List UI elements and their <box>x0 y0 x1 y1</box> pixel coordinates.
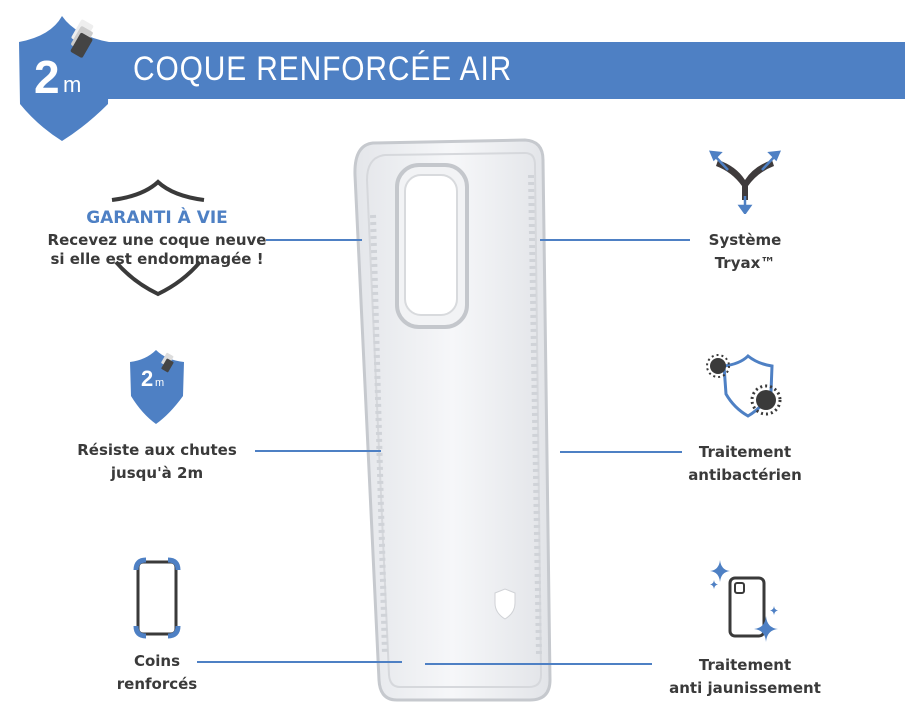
guarantee-text-line-1: Recevez une coque neuve <box>47 231 267 249</box>
yellowing-text-line-2: anti jaunissement <box>669 679 821 697</box>
connector-line <box>560 451 682 453</box>
connector-line <box>266 239 362 241</box>
shield-outline-icon <box>111 179 205 297</box>
connector-line <box>425 663 652 665</box>
drop-badge-number: 2 <box>141 366 154 391</box>
corners-text-line-1: Coins <box>133 652 181 670</box>
connector-line <box>197 661 402 663</box>
drop-text-line-2: jusqu'à 2m <box>110 464 204 482</box>
drop-shield-icon <box>130 350 184 424</box>
drop-badge-unit: m <box>155 377 165 389</box>
guarantee-text-line-2: si elle est endommagée ! <box>50 250 264 268</box>
corners-text-line-2: renforcés <box>116 675 198 693</box>
page-title: COQUE RENFORCÉE AIR <box>133 50 513 88</box>
title-banner <box>100 42 905 99</box>
tryax-icon <box>709 150 781 214</box>
badge-number: 2 <box>34 51 60 103</box>
tryax-text-line-2: Tryax™ <box>714 254 776 272</box>
tryax-text-line-1: Système <box>708 231 782 249</box>
sparkle-phone-icon <box>710 560 778 642</box>
antibacterial-text-line-1: Traitement <box>698 443 792 461</box>
antibacterial-shield-icon <box>706 353 782 418</box>
reinforced-corners-icon <box>133 557 181 639</box>
guarantee-title: GARANTI À VIE <box>86 208 228 228</box>
antibacterial-text-line-2: antibactérien <box>688 466 802 484</box>
phone-case-image <box>353 138 552 702</box>
drop-text-line-1: Résiste aux chutes <box>77 441 237 459</box>
badge-unit: m <box>63 72 82 97</box>
drop-badge-icon <box>19 16 109 141</box>
connector-line <box>540 239 690 241</box>
yellowing-text-line-1: Traitement <box>698 656 792 674</box>
connector-line <box>255 450 381 452</box>
